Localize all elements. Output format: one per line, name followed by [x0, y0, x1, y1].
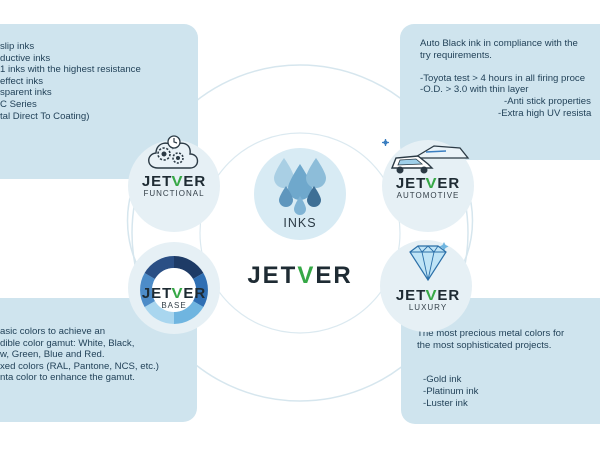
info-line: Auto Black ink in compliance with the [420, 38, 578, 49]
logo-mark-icon: V [171, 285, 184, 302]
info-line: try requirements. [420, 49, 492, 61]
info-line: nta color to enhance the gamut. [0, 372, 135, 384]
info-line: slip inks [0, 41, 35, 52]
info-line: -Toyota test > 4 hours in all firing pro… [420, 72, 586, 84]
info-line [417, 351, 600, 363]
functional-info-panel: slip inks ductive inks 1 inks with the h… [0, 24, 198, 179]
base-logo: JETVER BASE [124, 286, 224, 310]
luxury-sub-label: LUXURY [408, 303, 448, 312]
info-line: -Extra high UV resista [498, 107, 592, 119]
luxury-logo: JETVER LUXURY [378, 288, 478, 312]
car-yacht-icon [382, 139, 470, 174]
info-line: the most sophisticated projects. [417, 339, 552, 351]
logo-mark-icon: V [425, 175, 438, 192]
automotive-sub-label: AUTOMOTIVE [396, 191, 460, 200]
logo-mark-icon: V [171, 173, 184, 190]
color-wheel-icon [140, 256, 208, 324]
logo-mark-icon: V [297, 262, 316, 289]
info-line [417, 363, 600, 375]
info-line: xed colors (RAL, Pantone, NCS, etc.) [0, 360, 159, 372]
info-line: -Anti stick properties [504, 95, 591, 107]
diamond-icon [409, 242, 449, 282]
gears-cloud-icon [148, 135, 199, 169]
info-line [420, 61, 600, 73]
info-line: w, Green, Blue and Red. [0, 349, 105, 361]
info-line: The most precious metal colors for [417, 328, 565, 339]
inks-label: INKS [283, 216, 317, 230]
functional-logo: JETVER FUNCTIONAL [124, 174, 224, 198]
automotive-info-panel: Auto Black ink in compliance with the tr… [400, 24, 600, 160]
info-line: -Platinum ink [423, 385, 479, 397]
info-line: dible color gamut: White, Black, [0, 337, 135, 349]
main-logo: JETVER [247, 262, 353, 289]
info-line: effect inks [0, 75, 44, 87]
info-line: ductive inks [0, 52, 51, 64]
base-info-panel: asic colors to achieve an dible color ga… [0, 298, 197, 422]
functional-sub-label: FUNCTIONAL [143, 189, 205, 198]
info-line: -O.D. > 3.0 with thin layer [420, 84, 529, 96]
info-line: 1 inks with the highest resistance [0, 64, 141, 76]
automotive-logo: JETVER AUTOMOTIVE [378, 176, 478, 200]
base-sub-label: BASE [161, 301, 187, 310]
info-line: -Luster ink [423, 397, 468, 409]
logo-mark-icon: V [425, 287, 438, 304]
info-line: -Gold ink [423, 374, 462, 386]
info-line: C Series [0, 98, 37, 110]
info-line: asic colors to achieve an [0, 326, 106, 337]
ink-drops-icon [274, 158, 326, 215]
info-line: sparent inks [0, 87, 52, 99]
info-line: tal Direct To Coating) [0, 110, 90, 122]
